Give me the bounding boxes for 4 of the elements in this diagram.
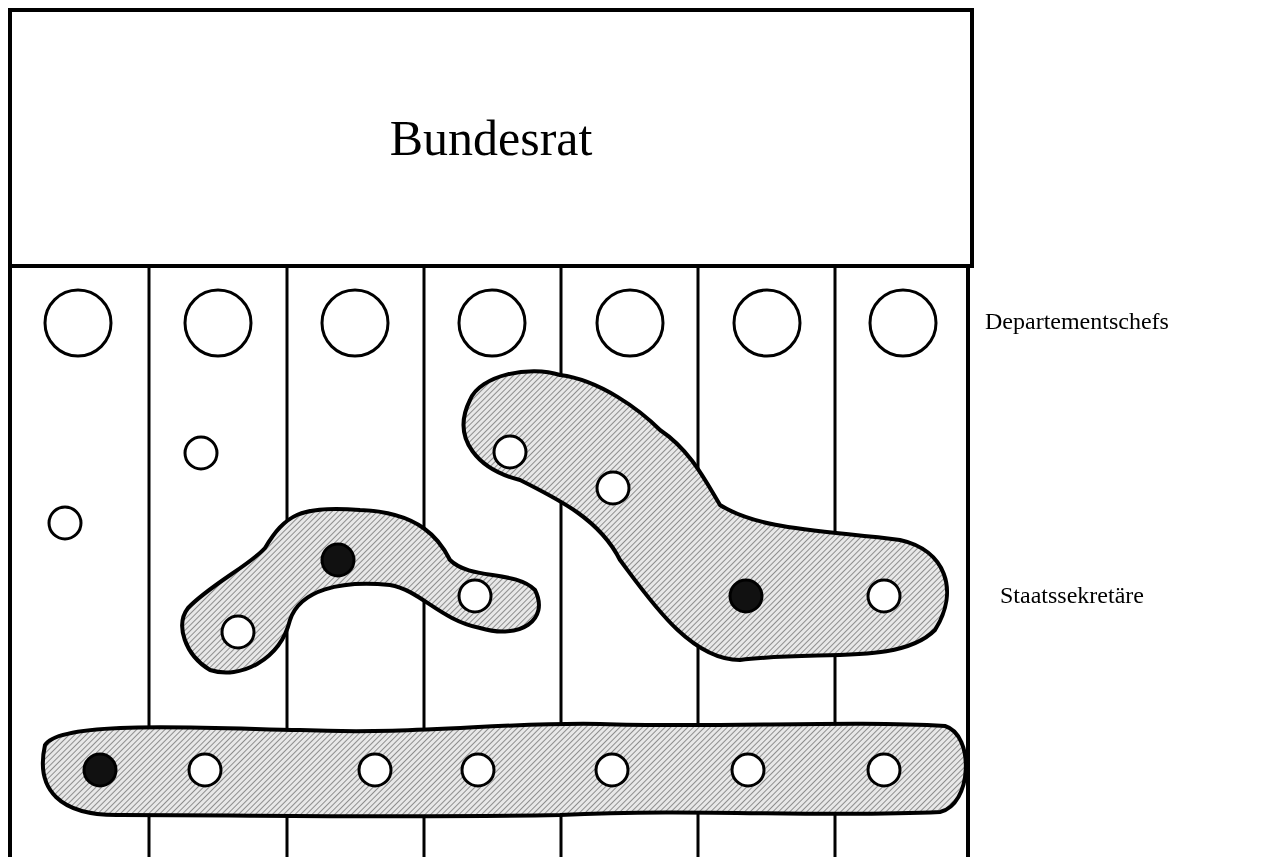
council-band: [8, 8, 974, 268]
band-title: Bundesrat: [389, 109, 593, 167]
row-label: Staatssekretäre: [1000, 582, 1144, 609]
row-label: Departementschefs: [985, 308, 1169, 335]
